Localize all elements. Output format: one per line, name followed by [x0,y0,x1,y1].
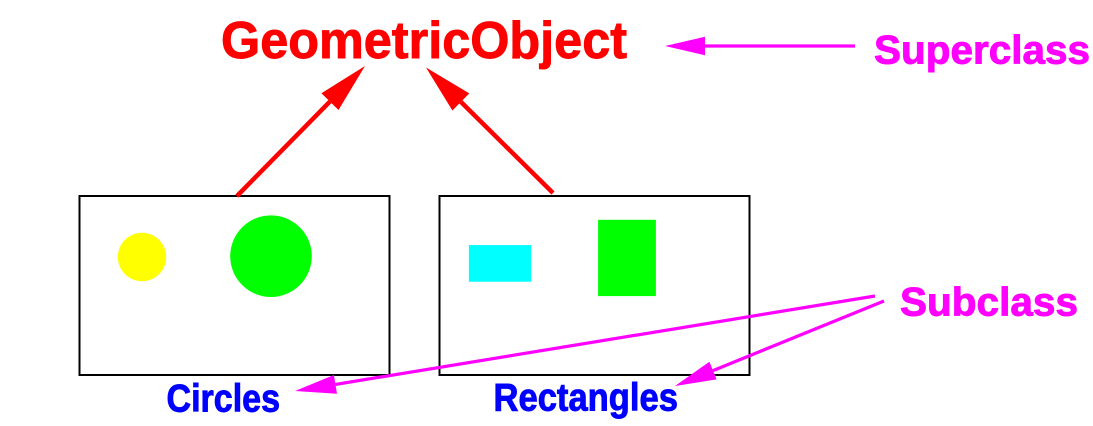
svg-text:Superclass: Superclass [874,29,1090,73]
svg-text:Subclass: Subclass [900,281,1078,325]
svg-text:GeometricObject: GeometricObject [221,12,627,70]
svg-text:Rectangles: Rectangles [494,377,679,420]
svg-text:Circles: Circles [167,378,281,421]
